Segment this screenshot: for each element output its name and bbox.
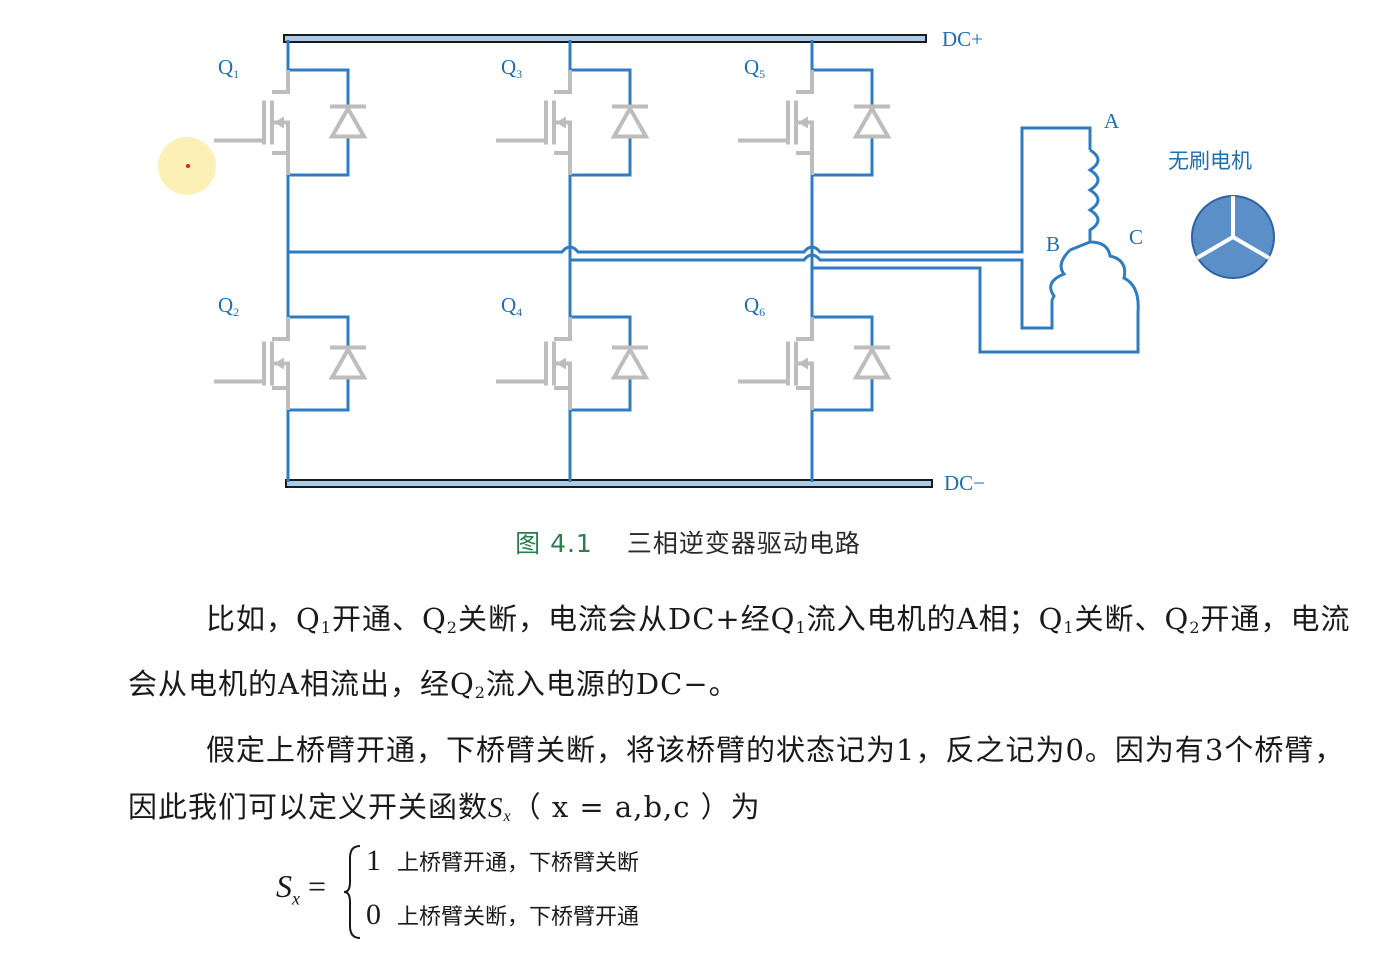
switch-label-sub: 4 xyxy=(516,305,522,319)
switch-label-3: Q3 xyxy=(501,55,522,81)
p1-sub-1: 1 xyxy=(320,618,332,637)
switch-label-sub: 2 xyxy=(233,305,239,319)
case-2-value: 0 xyxy=(366,898,381,931)
dc-minus-label: DC− xyxy=(944,471,985,495)
p1-text-4: 流入电机的A相；Q xyxy=(806,602,1064,636)
switch-label-5: Q5 xyxy=(744,55,765,81)
switch-cell-upper-2 xyxy=(496,40,650,205)
p2-text-2: （ x = a,b,c ）为 xyxy=(511,790,761,824)
diode-symbol xyxy=(852,104,892,139)
mosfet-arrow xyxy=(274,116,284,129)
switch-label-1: Q1 xyxy=(218,55,239,81)
case-1-value: 1 xyxy=(366,844,381,877)
motor-label: 无刷电机 xyxy=(1168,149,1252,173)
p1-text-6: 开通，电流会从电机的A相流出，经Q xyxy=(128,602,1351,701)
formula-equals: = xyxy=(308,868,327,904)
coil-b xyxy=(1049,248,1072,301)
switch-label-sub: 3 xyxy=(516,67,522,81)
dc-minus-bus xyxy=(285,479,933,488)
coil-c xyxy=(1089,240,1140,313)
mosfet-symbol xyxy=(496,317,572,410)
formula-case-2: 0 上桥臂关断，下桥臂开通 xyxy=(366,898,639,932)
switch-label-sub: 6 xyxy=(759,305,765,319)
mosfet-symbol xyxy=(738,317,814,410)
switch-label-sub: 1 xyxy=(233,67,239,81)
p2-text-1: 假定上桥臂开通，下桥臂关断，将该桥臂的状态记为1，反之记为0。因为有3个桥臂，因… xyxy=(128,733,1345,824)
p1-sub-4: 1 xyxy=(1063,618,1075,637)
figure-caption: 图 4.1 三相逆变器驱动电路 xyxy=(0,524,1376,560)
phase-a-wire xyxy=(288,126,1092,254)
case-1-text: 上桥臂开通，下桥臂关断 xyxy=(397,851,640,876)
mosfet-arrow xyxy=(556,357,566,370)
left-brace xyxy=(343,845,361,939)
p1-text-7: 流入电源的DC−。 xyxy=(485,667,739,701)
p1-text-5: 关断、Q xyxy=(1074,602,1190,636)
phase-b-wire xyxy=(570,253,1054,330)
switch-cell-upper-3 xyxy=(738,40,892,205)
switch-label-2: Q2 xyxy=(218,293,239,319)
formula-symbol-sub: x xyxy=(292,888,300,909)
motor-spokes xyxy=(1195,196,1271,260)
switch-cell-lower-2 xyxy=(496,287,650,440)
dc-plus-bus xyxy=(283,34,927,43)
p1-sub-6: 2 xyxy=(474,683,486,702)
coil-a xyxy=(1069,148,1100,252)
formula-symbol: S xyxy=(276,868,292,904)
p1-text-3: 关断，电流会从DC+经Q xyxy=(457,602,796,636)
switch-cell-lower-1 xyxy=(214,287,368,440)
diode-symbol xyxy=(328,345,368,380)
phase-a-label: A xyxy=(1104,109,1120,133)
figure-title: 三相逆变器驱动电路 xyxy=(626,529,861,558)
case-2-text: 上桥臂关断，下桥臂开通 xyxy=(397,905,640,930)
switch-function-formula: Sx = 1 上桥臂开通，下桥臂关断 0 上桥臂关断，下桥臂开通 xyxy=(276,842,736,952)
diode-symbol xyxy=(328,104,368,139)
phase-b-label: B xyxy=(1046,232,1060,256)
diode-symbol xyxy=(852,345,892,380)
mosfet-symbol xyxy=(738,70,814,175)
p1-sub-5: 2 xyxy=(1189,618,1201,637)
p1-sub-2: 2 xyxy=(446,618,458,637)
switch-cell-lower-3 xyxy=(738,287,892,440)
paragraph-switch-function: 假定上桥臂开通，下桥臂关断，将该桥臂的状态记为1，反之记为0。因为有3个桥臂，因… xyxy=(128,722,1360,845)
p1-sub-3: 1 xyxy=(795,618,807,637)
p2-symbol: S xyxy=(488,792,504,824)
figure-number: 图 4.1 xyxy=(515,529,593,558)
mosfet-arrow xyxy=(274,357,284,370)
p1-text-1: 比如，Q xyxy=(206,602,321,636)
switch-label-6: Q6 xyxy=(744,293,765,319)
mosfet-arrow xyxy=(798,116,808,129)
mosfet-symbol xyxy=(214,70,290,175)
dc-plus-label: DC+ xyxy=(942,27,983,51)
mosfet-symbol xyxy=(496,70,572,175)
formula-case-1: 1 上桥臂开通，下桥臂关断 xyxy=(366,844,639,878)
switch-label-sub: 5 xyxy=(759,67,765,81)
diode-symbol xyxy=(610,104,650,139)
p2-symbol-sub: x xyxy=(503,808,512,825)
cursor-highlight xyxy=(158,137,216,195)
mosfet-arrow xyxy=(556,116,566,129)
p1-text-2: 开通、Q xyxy=(331,602,447,636)
switch-cell-upper-1 xyxy=(214,40,368,205)
mosfet-arrow xyxy=(798,357,808,370)
switch-label-4: Q4 xyxy=(501,293,522,319)
phase-c-wire xyxy=(812,266,1140,354)
formula-lhs: Sx = xyxy=(276,868,326,909)
mosfet-symbol xyxy=(214,317,290,410)
diode-symbol xyxy=(610,345,650,380)
paragraph-switching-example: 比如，Q1开通、Q2关断，电流会从DC+经Q1流入电机的A相；Q1关断、Q2开通… xyxy=(128,591,1360,721)
phase-c-label: C xyxy=(1129,225,1143,249)
